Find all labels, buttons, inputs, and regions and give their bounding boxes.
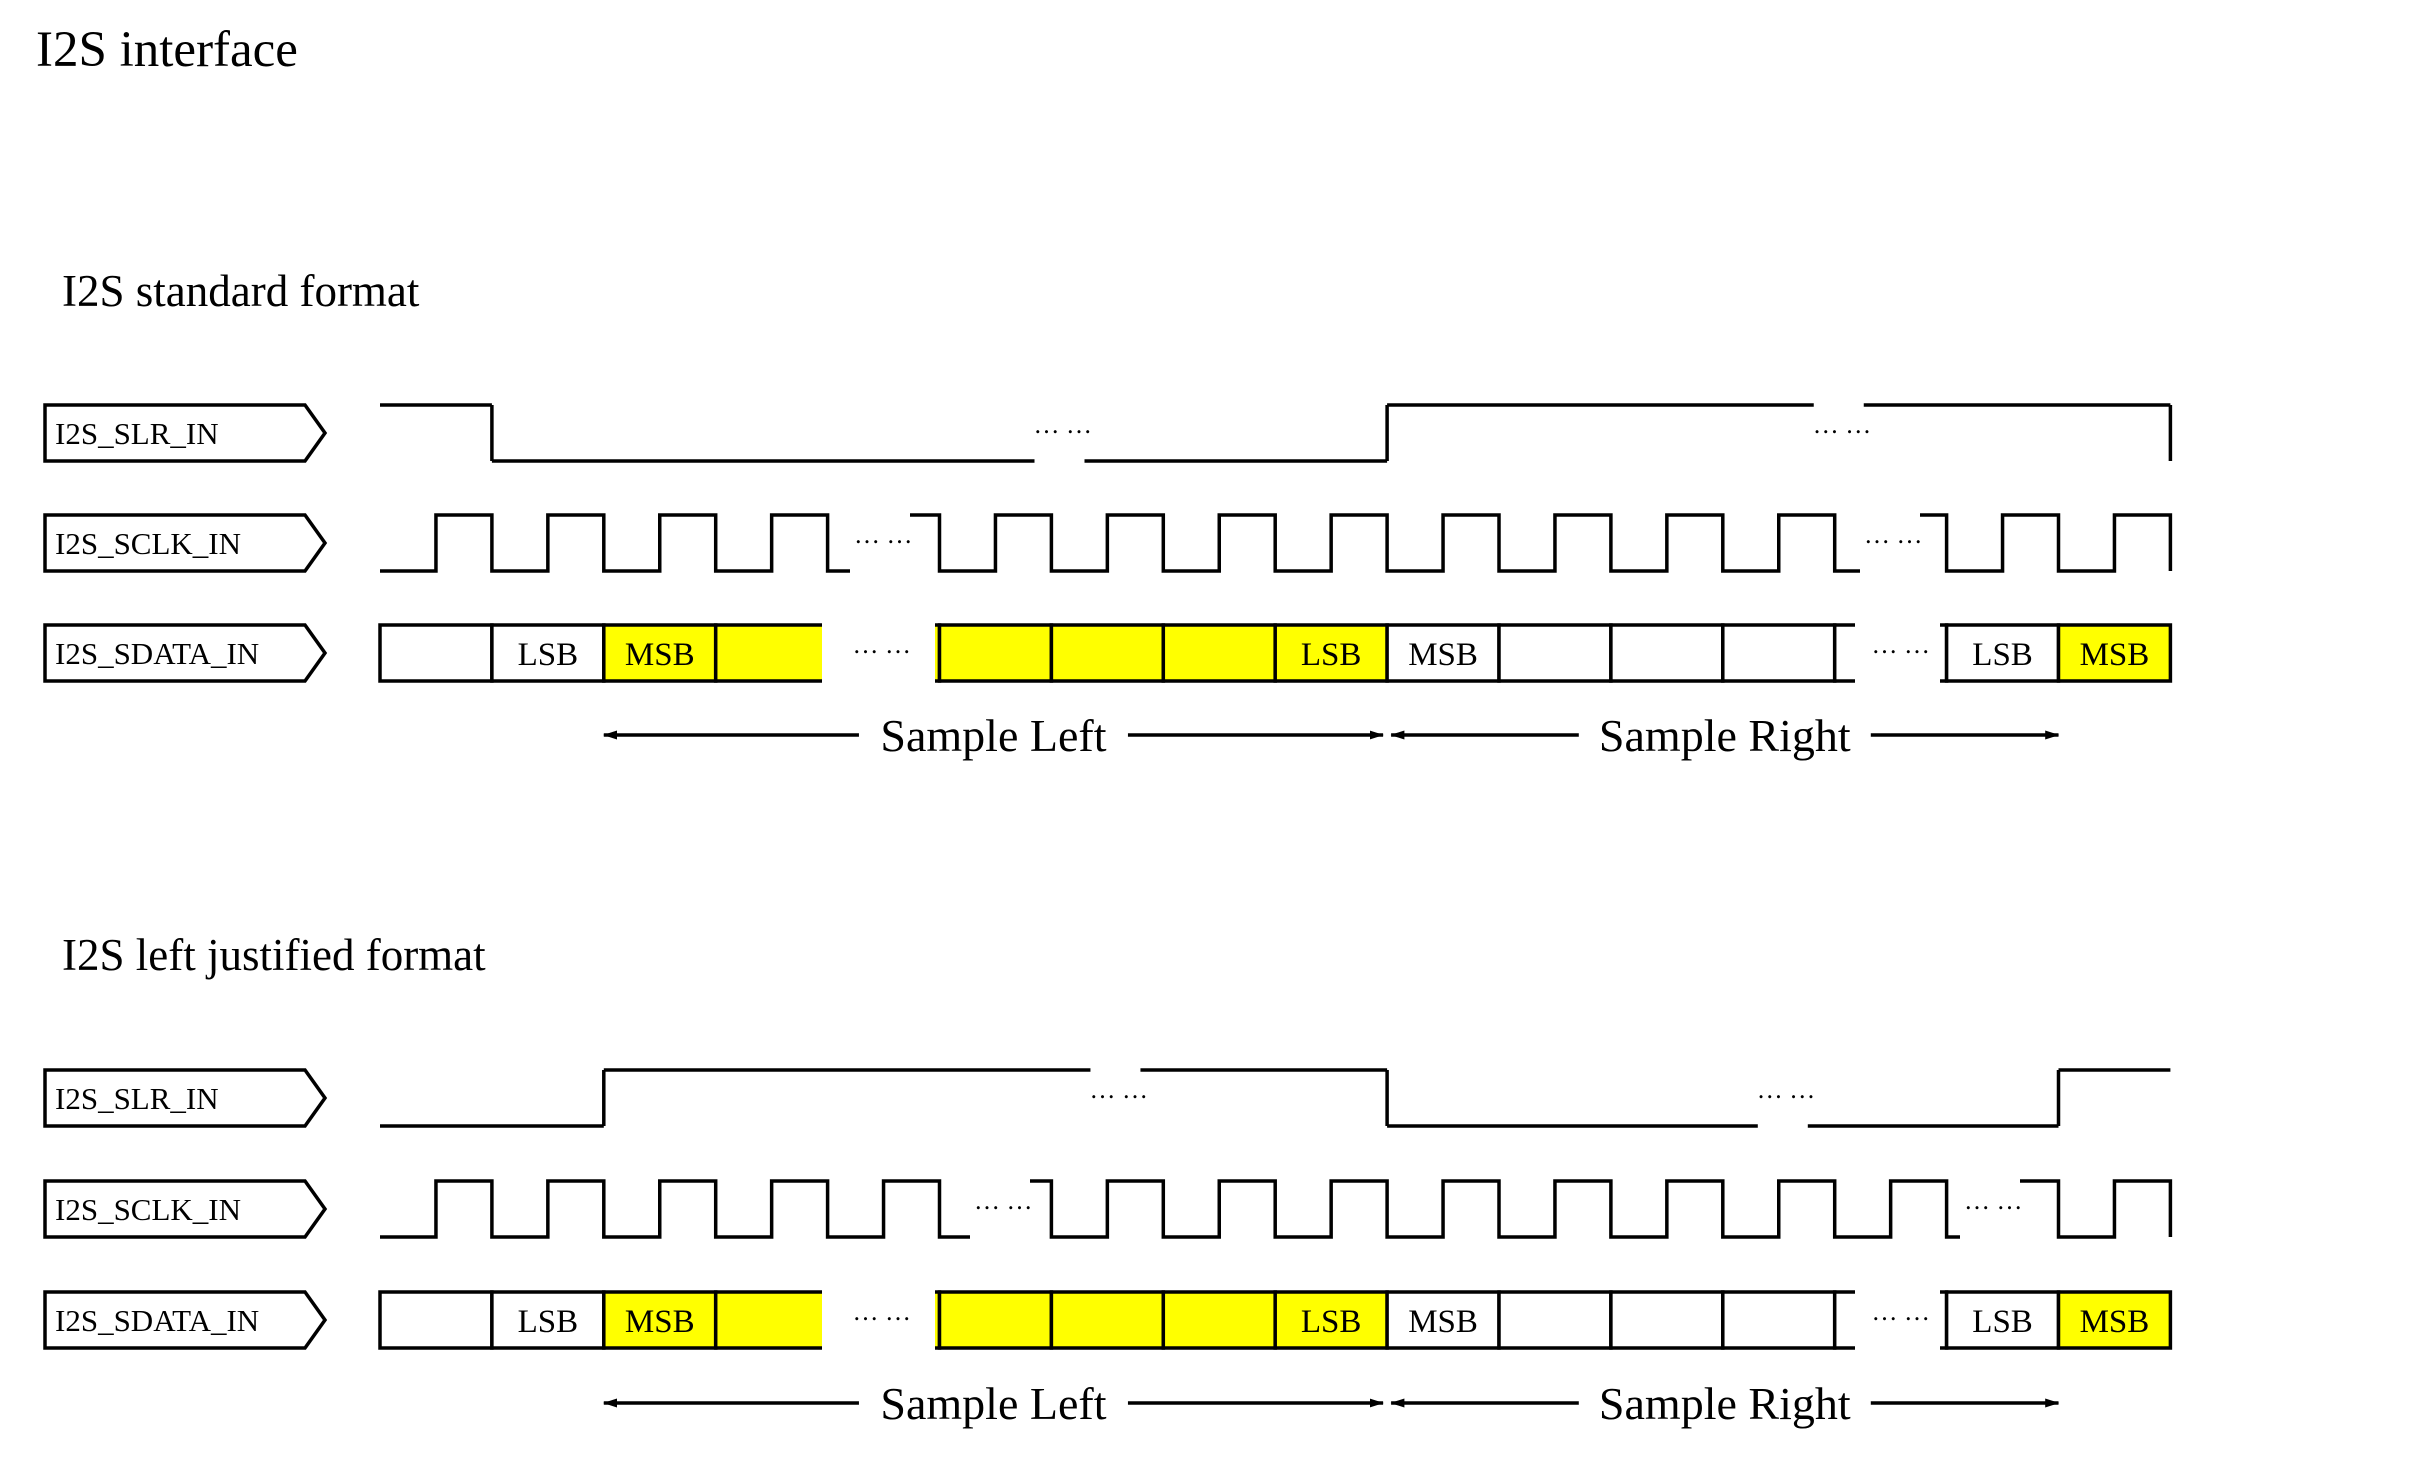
data-cell [378,1290,494,1350]
data-cell-label: MSB [2080,637,2150,673]
sclk-ellipsis: … … [974,1186,1033,1215]
data-cell-label: LSB [1301,637,1362,673]
sclk-gap [1960,1175,2020,1243]
data-cell [937,623,1054,683]
data-cell [490,623,606,683]
data-cell [1049,1290,1166,1350]
data-cell [1609,623,1725,683]
sclk-waveform [380,1179,2173,1239]
section-title-left-justified: I2S left justified format [62,930,486,980]
data-cell-label: MSB [1408,637,1478,673]
slr-waveform [380,403,2173,463]
sdata-0-label: I2S_SDATA_IN [55,636,259,671]
data-cell [602,623,718,683]
data-cell [937,1290,1054,1350]
sclk-ellipsis: … … [1964,1186,2023,1215]
data-cell [713,623,830,683]
sclk-ellipsis: … … [854,520,913,549]
span-label: Sample Right [1599,1378,1851,1429]
slr-1-label: I2S_SLR_IN [55,1081,219,1116]
data-cell-label: LSB [518,1304,579,1340]
section-1-diagram: … … … … … … … … LSB MSB LSB MSB LSB MSB … … … … Samp… [378,1068,2173,1429]
data-cell [1161,623,1277,683]
data-cell-label: LSB [1972,637,2033,673]
slr-ellipsis: … … [1034,410,1093,439]
data-cell [1944,623,2061,683]
data-cell [2056,623,2173,683]
sdata-ellipsis: … … [853,630,912,659]
data-cell-label: MSB [625,1304,695,1340]
sclk-1-label: I2S_SCLK_IN [55,1192,241,1227]
sclk-0-label: I2S_SCLK_IN [55,526,241,561]
data-cell [713,1290,830,1350]
data-cell [1497,623,1613,683]
sdata-1-label-box [43,1290,328,1350]
data-cell-label: LSB [1972,1304,2033,1340]
data-cell [1049,623,1166,683]
span-label: Sample Left [880,1378,1106,1429]
data-cell [1273,1290,1389,1350]
data-cell-label: MSB [2080,1304,2150,1340]
sdata-gap [1855,619,1940,687]
sdata-gap [1855,1286,1940,1354]
sdata-gap [822,1286,935,1354]
sdata-ellipsis: … … [853,1297,912,1326]
sclk-gap [1860,509,1920,577]
slr-0-label: I2S_SLR_IN [55,416,219,451]
sclk-ellipsis: … … [1864,520,1923,549]
data-cell-label: LSB [1301,1304,1362,1340]
data-cell-label: LSB [518,637,579,673]
data-cell [1721,1290,1837,1350]
data-cell [1721,623,1837,683]
sdata-gap [822,619,935,687]
data-cell [1497,1290,1613,1350]
span-label: Sample Right [1599,710,1851,761]
section-title-standard: I2S standard format [62,266,420,316]
sclk-gap [850,509,910,577]
data-cell [1161,1290,1277,1350]
sdata-ellipsis: … … [1872,630,1931,659]
sdata-0-label-box [43,623,328,683]
data-cell [1609,1290,1725,1350]
data-cell [490,1290,606,1350]
sclk-0-label-box [43,513,328,573]
slr-0-label-box [43,403,328,463]
slr-ellipsis: … … [1757,1075,1816,1104]
span-label: Sample Left [880,710,1106,761]
sdata-1-label: I2S_SDATA_IN [55,1303,259,1338]
sdata-ellipsis: … … [1872,1297,1931,1326]
sclk-1-label-box [43,1179,328,1239]
page-title: I2S interface [36,22,298,78]
data-cell-label: MSB [1408,1304,1478,1340]
slr-ellipsis: … … [1813,410,1872,439]
slr-waveform [380,1068,2171,1128]
data-cell [1385,623,1501,683]
section-0-diagram: … … … … … … … … LSB MSB LSB MSB LSB MSB … … … … Samp… [378,403,2173,761]
sclk-gap [970,1175,1030,1243]
data-cell [378,623,494,683]
data-cell [602,1290,718,1350]
slr-1-label-box [43,1068,328,1128]
slr-ellipsis: … … [1089,1075,1148,1104]
data-cell-label: MSB [625,637,695,673]
data-cell [2056,1290,2173,1350]
